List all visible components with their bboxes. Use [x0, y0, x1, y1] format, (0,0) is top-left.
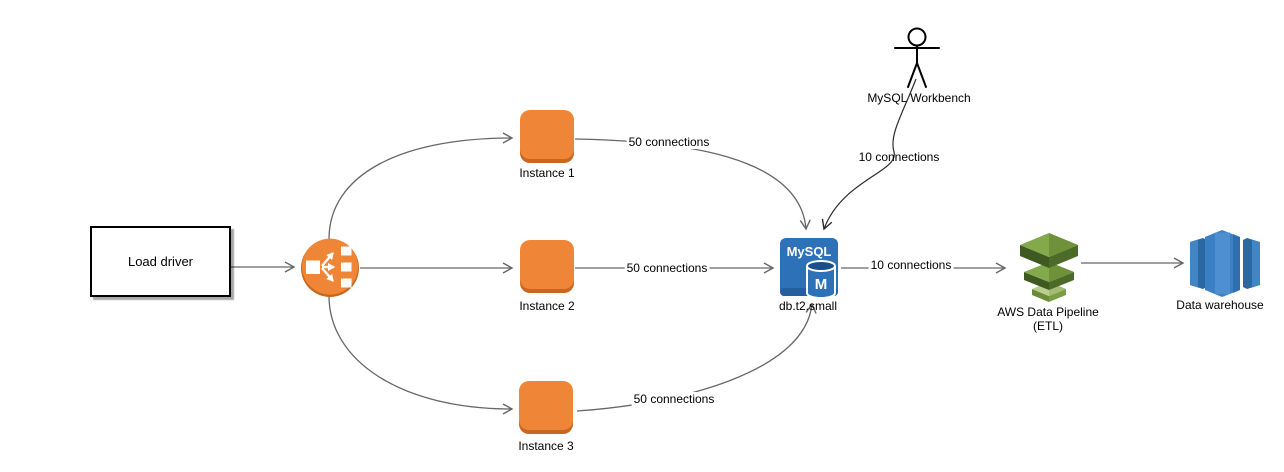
edge-elb-instance1: [328, 132, 514, 240]
instance3-node[interactable]: [519, 381, 573, 434]
pipeline-sublabel: (ETL): [1033, 319, 1063, 333]
mysql-label: db.t2.small: [778, 299, 838, 313]
workbench-node[interactable]: [893, 14, 941, 90]
instance1-node[interactable]: [520, 110, 574, 163]
pipeline-slab-top: [1020, 233, 1078, 268]
warehouse-label: Data warehouse: [1176, 298, 1264, 312]
instance2-node[interactable]: [520, 240, 574, 293]
instance2-label: Instance 2: [519, 299, 575, 313]
instance3-label: Instance 3: [518, 439, 574, 453]
pipeline-slab-middle: [1024, 262, 1074, 290]
pipeline-label: AWS Data Pipeline: [997, 305, 1099, 319]
mysql-icon-letter: M: [815, 276, 828, 293]
actor-icon: [894, 27, 940, 88]
instance1-label: Instance 1: [519, 166, 575, 180]
warehouse-right-column: [1243, 238, 1260, 289]
workbench-label: MySQL Workbench: [867, 91, 971, 105]
edge-elb-instance3: [328, 295, 514, 415]
warehouse-node[interactable]: [1189, 228, 1261, 300]
mysql-rds-icon: MySQL M: [780, 238, 838, 299]
elb-icon: [301, 238, 359, 297]
database-cylinder-icon: M: [806, 260, 836, 299]
edge-instance1-mysql: [574, 138, 811, 231]
edge-label-mysql-pipeline: 10 connections: [868, 258, 954, 272]
data-pipeline-icon: [1020, 233, 1078, 302]
mysql-node[interactable]: MySQL M: [779, 237, 843, 303]
edge-label-workbench-mysql: 10 connections: [858, 150, 940, 164]
data-warehouse-icon: [1190, 230, 1260, 297]
edge-label-instance3-mysql: 50 connections: [631, 392, 717, 406]
warehouse-center-column: [1205, 230, 1240, 297]
load-driver-node[interactable]: Load driver: [90, 226, 231, 297]
load-driver-label: Load driver: [127, 254, 194, 269]
warehouse-left-column: [1190, 238, 1207, 289]
mysql-icon-title: MySQL: [787, 244, 832, 259]
edge-label-instance2-mysql: 50 connections: [624, 261, 710, 275]
load-balancer-node[interactable]: [299, 236, 361, 299]
edge-label-instance1-mysql: 50 connections: [626, 135, 712, 149]
pipeline-node[interactable]: [1014, 231, 1084, 303]
